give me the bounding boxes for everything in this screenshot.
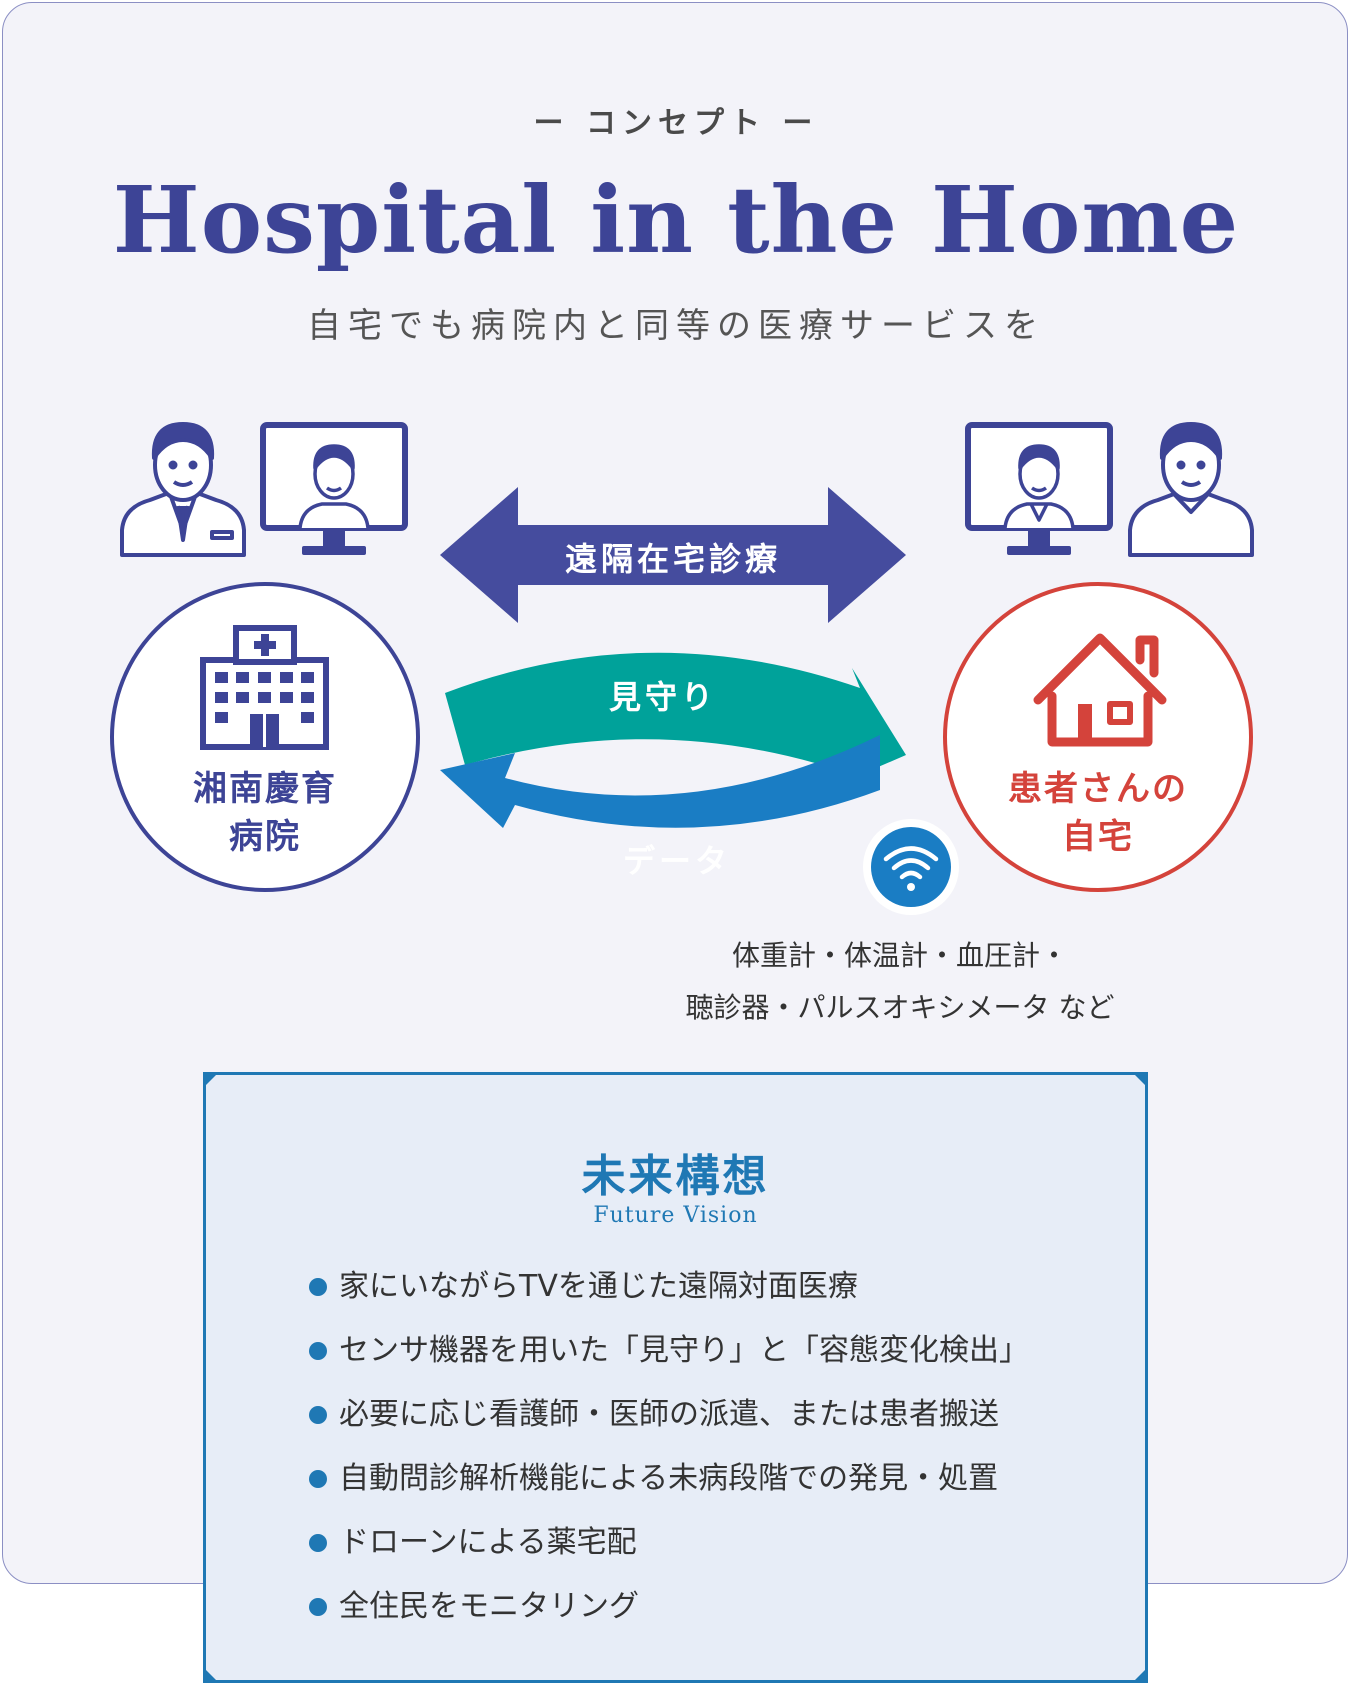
hospital-node: 湘南慶育 病院 (110, 582, 420, 892)
vision-item-text: 自動問診解析機能による未病段階での発見・処置 (339, 1461, 999, 1496)
wifi-icon (863, 819, 959, 915)
monitoring-label: 見守り (609, 678, 717, 716)
bullet-icon (309, 1278, 327, 1296)
devices-line1: 体重計・体温計・血圧計・ (731, 939, 1068, 972)
bullet-icon (309, 1534, 327, 1552)
doctor-icon (120, 422, 246, 557)
vision-item-text: センサ機器を用いた「見守り」と「容態変化検出」 (339, 1333, 1029, 1368)
future-vision-box: 未来構想 Future Vision 家にいながらTVを通じた遠隔対面医療 セン… (203, 1072, 1148, 1683)
vision-item-text: 必要に応じ看護師・医師の派遣、または患者搬送 (339, 1397, 999, 1432)
vision-item-text: ドローンによる薬宅配 (339, 1525, 637, 1560)
vision-list-item: 自動問診解析機能による未病段階での発見・処置 (309, 1447, 1029, 1511)
corner-ornament (1132, 1667, 1148, 1683)
remote-care-label: 遠隔在宅診療 (565, 540, 781, 578)
vision-item-text: 家にいながらTVを通じた遠隔対面医療 (339, 1269, 858, 1304)
devices-line2: 聴診器・パルスオキシメータ など (685, 991, 1115, 1024)
hospital-building-icon (200, 625, 329, 750)
vision-list-item: センサ機器を用いた「見守り」と「容態変化検出」 (309, 1319, 1029, 1383)
vision-list-item: 必要に応じ看護師・医師の派遣、または患者搬送 (309, 1383, 1029, 1447)
corner-ornament (203, 1667, 219, 1683)
bullet-icon (309, 1342, 327, 1360)
vision-subtitle: Future Vision (593, 1203, 758, 1228)
page-subtitle: 自宅でも病院内と同等の医療サービスを (307, 306, 1045, 346)
corner-ornament (203, 1072, 219, 1088)
vision-title: 未来構想 (581, 1151, 770, 1202)
corner-ornament (1132, 1072, 1148, 1088)
home-name-line1: 患者さんの (1008, 769, 1188, 809)
hospital-name-line2: 病院 (229, 817, 301, 857)
vision-list: 家にいながらTVを通じた遠隔対面医療 センサ機器を用いた「見守り」と「容態変化検… (309, 1255, 1029, 1639)
bullet-icon (309, 1406, 327, 1424)
monitor-doctor-icon (965, 422, 1113, 555)
section-eyebrow: ー コンセプト ー (533, 106, 819, 141)
patient-icon (1128, 422, 1254, 557)
remote-care-arrow (440, 487, 906, 623)
vision-list-item: ドローンによる薬宅配 (309, 1511, 1029, 1575)
concept-diagram: 遠隔在宅診療 見守り データ (110, 422, 1254, 915)
home-node: 患者さんの 自宅 (943, 582, 1253, 892)
data-label: データ (623, 842, 731, 880)
bullet-icon (309, 1470, 327, 1488)
bullet-icon (309, 1598, 327, 1616)
data-arrow (440, 735, 880, 828)
vision-list-item: 全住民をモニタリング (309, 1575, 1029, 1639)
vision-item-text: 全住民をモニタリング (339, 1589, 639, 1624)
monitor-patient-icon (260, 422, 408, 555)
hospital-name-line1: 湘南慶育 (193, 769, 337, 809)
monitoring-arrow (445, 652, 906, 792)
house-icon (1033, 633, 1167, 747)
page-title: Hospital in the Home (112, 166, 1240, 274)
vision-list-item: 家にいながらTVを通じた遠隔対面医療 (309, 1255, 1029, 1319)
devices-caption: 体重計・体温計・血圧計・ 聴診器・パルスオキシメータ など (600, 930, 1200, 1034)
home-name-line2: 自宅 (1062, 817, 1134, 857)
